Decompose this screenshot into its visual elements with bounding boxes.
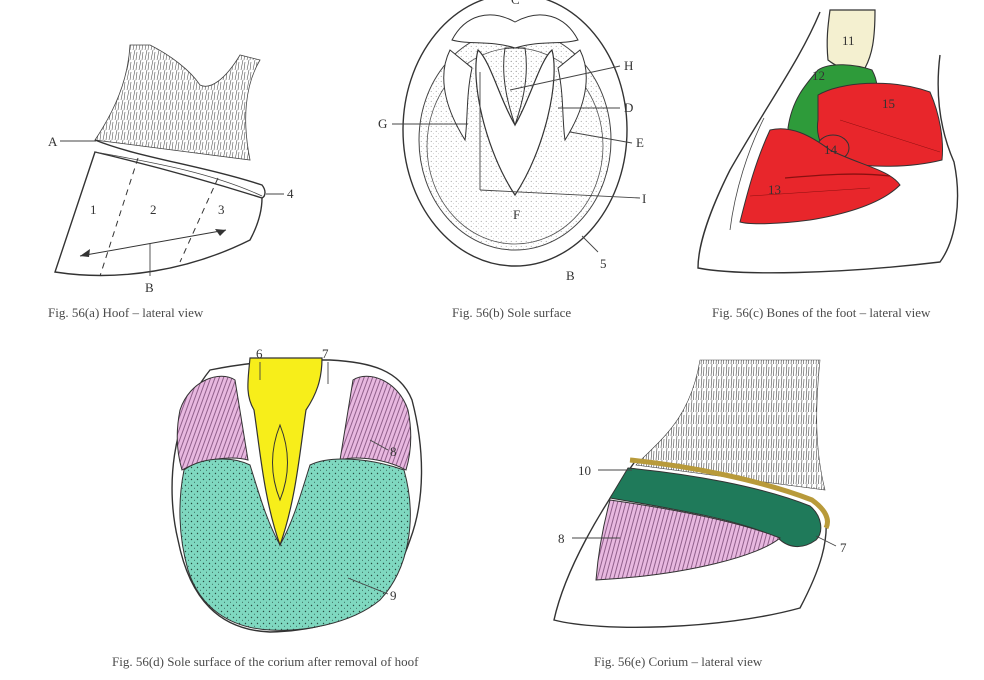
hoof-outline	[697, 11, 959, 274]
label-8e: 8	[558, 531, 565, 546]
label-C: C	[511, 0, 520, 7]
frog	[475, 48, 555, 197]
figure-d: 6 7 8 9 Fig. 56(d) Sole surface of the c…	[100, 340, 520, 680]
corium-sole-drawing: 6 7 8 9	[171, 346, 423, 633]
label-13: 13	[768, 182, 781, 197]
figure-c: 11 12 15 14 13 Fig. 56(c) Bones of the f…	[690, 0, 984, 330]
figure-b: C H D G E I F 5 B Fig. 56(b) Sole surfac…	[370, 0, 670, 330]
caption-e: Fig. 56(e) Corium – lateral view	[594, 654, 763, 669]
sole-corium	[179, 458, 411, 631]
hair	[635, 359, 826, 491]
label-A: A	[48, 134, 58, 149]
label-9: 9	[390, 588, 397, 603]
caption-a: Fig. 56(a) Hoof – lateral view	[48, 305, 204, 320]
label-F: F	[513, 207, 520, 222]
label-4: 4	[287, 186, 294, 201]
label-8: 8	[390, 444, 397, 459]
corium-lateral-drawing: 10 8 7	[553, 359, 847, 628]
label-11: 11	[842, 33, 855, 48]
label-14: 14	[824, 142, 838, 157]
label-3: 3	[218, 202, 225, 217]
foot-bones-drawing: 11 12 15 14 13	[697, 9, 959, 274]
coronary-band	[609, 467, 822, 547]
label-1: 1	[90, 202, 97, 217]
label-B2: B	[566, 268, 575, 283]
label-10: 10	[578, 463, 591, 478]
label-I: I	[642, 191, 646, 206]
pastern-hair	[94, 44, 261, 161]
hoof-wall	[54, 151, 263, 277]
label-7e: 7	[840, 540, 847, 555]
caption-c: Fig. 56(c) Bones of the foot – lateral v…	[712, 305, 931, 320]
figure-e: 10 8 7 Fig. 56(e) Corium – lateral view	[540, 340, 984, 680]
label-12: 12	[812, 68, 825, 83]
label-D: D	[624, 100, 633, 115]
figure-a: A B 1 2 3 4 Fig. 56(a) Hoof – lateral vi…	[0, 0, 330, 330]
label-5: 5	[600, 256, 607, 271]
laminae	[595, 499, 781, 581]
hoof-lateral-drawing: A B 1 2 3 4	[48, 44, 294, 295]
label-6: 6	[256, 346, 263, 361]
label-G: G	[378, 116, 387, 131]
sole-surface-drawing: C H D G E I F 5 B	[378, 0, 646, 283]
label-B: B	[145, 280, 154, 295]
caption-d: Fig. 56(d) Sole surface of the corium af…	[112, 654, 419, 669]
caption-b: Fig. 56(b) Sole surface	[452, 305, 572, 320]
label-15: 15	[882, 96, 895, 111]
label-2: 2	[150, 202, 157, 217]
label-E: E	[636, 135, 644, 150]
label-7: 7	[322, 346, 329, 361]
label-H: H	[624, 58, 633, 73]
